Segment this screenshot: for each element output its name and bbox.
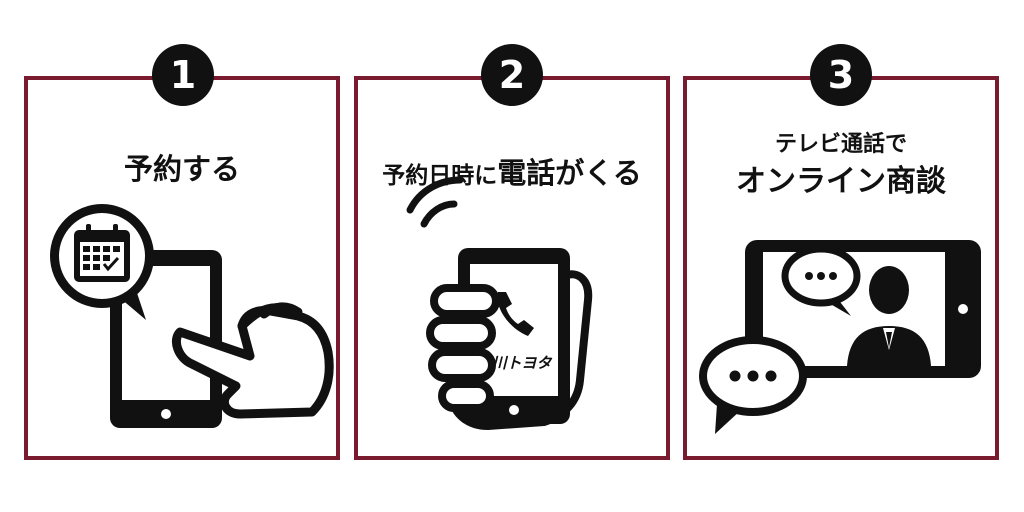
step-2-title: 予約日時に電話がくる (358, 150, 666, 192)
calendar-icon (50, 204, 154, 320)
step-3-panel: テレビ通話で オンライン商談 (683, 76, 999, 460)
step-3-illustration (699, 240, 981, 434)
step-1-title: 予約する (123, 152, 240, 186)
step-2-number-badge: 2 (481, 44, 543, 106)
fingers-icon (426, 284, 500, 412)
step-1-illustration (50, 204, 334, 428)
ringing-waves-icon (406, 176, 464, 228)
person-icon (847, 266, 931, 366)
pointing-hand-icon (172, 302, 334, 419)
step-1-panel: 予約する (24, 76, 340, 460)
step-3-number-badge: 3 (810, 44, 872, 106)
step-3-title-line2: オンライン商談 (736, 164, 946, 199)
step-1-number-badge: 1 (152, 44, 214, 106)
step-2-illustration: 石川トヨタ (406, 176, 593, 430)
step-2-title-big: 電話がくる (497, 156, 642, 190)
step-2-panel: 予約日時に電話がくる 石川トヨタ (354, 76, 670, 460)
chat-bubble-icon (699, 336, 807, 434)
smartphone-icon (110, 250, 222, 428)
chat-bubble-icon (781, 245, 861, 316)
step-3-title-line1: テレビ通話で (774, 132, 907, 157)
phone-receiver-icon (497, 292, 534, 336)
